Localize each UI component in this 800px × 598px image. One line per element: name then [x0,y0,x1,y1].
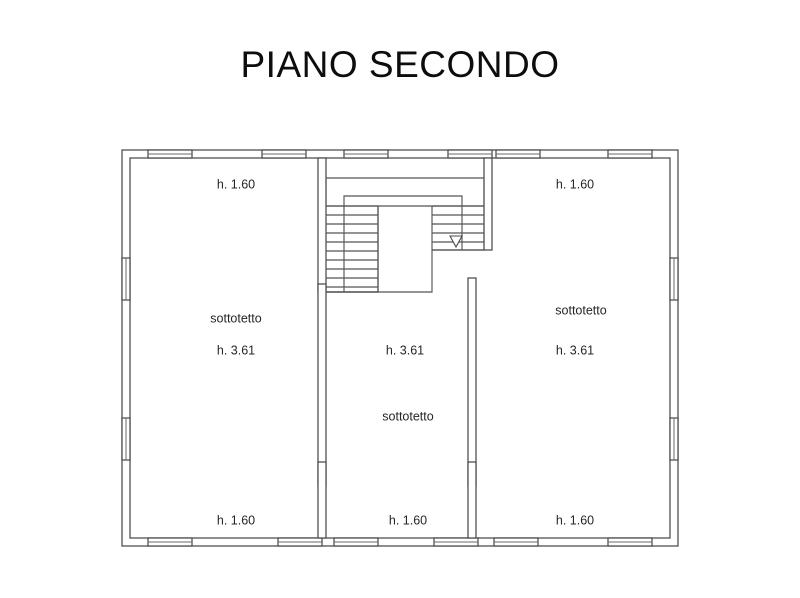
label-low-top-right: h. 1.60 [556,177,594,191]
window-left-2 [121,417,131,461]
window-bottom-6 [607,537,653,547]
window-top-3 [343,149,389,159]
outer-wall-group [121,149,679,547]
window-top-6 [607,149,653,159]
window-top-2 [261,149,307,159]
label-attic-center-height: h. 3.61 [386,343,424,357]
partition-center-right [467,277,477,487]
partition-left-bottom-stub [317,461,327,539]
window-top-1 [147,149,193,159]
stair-well-outline [377,206,433,293]
partition-stair-right [483,157,493,251]
stair-direction-down-icon [449,235,463,249]
window-right-2 [669,417,679,461]
page-title: PIANO SECONDO [240,44,560,85]
plan-labels: h. 1.60 h. 1.60 sottotetto h. 3.61 h. 3.… [210,177,606,527]
partition-left-middle [317,283,327,487]
window-bottom-3 [333,537,379,547]
outer-wall-outline [121,149,679,547]
outer-wall-inner-outline [129,157,671,539]
window-bottom-1 [147,537,193,547]
window-bottom-5 [493,537,539,547]
bottom-wall-windows [147,537,653,547]
right-wall-windows [669,257,679,461]
top-wall-windows [147,149,653,159]
interior-partitions [317,157,493,539]
label-low-bottom-right: h. 1.60 [556,513,594,527]
label-low-bottom-center: h. 1.60 [389,513,427,527]
label-attic-right-height: h. 3.61 [556,343,594,357]
label-attic-left-height: h. 3.61 [217,343,255,357]
stair-left-inner-edge [326,206,379,293]
stair-left-flight [326,205,379,293]
label-low-bottom-left: h. 1.60 [217,513,255,527]
partition-center-right-bottom-stub [467,461,477,539]
window-bottom-4 [433,537,479,547]
stair-handrail [343,195,463,292]
window-top-5 [495,149,541,159]
label-low-top-left: h. 1.60 [217,177,255,191]
staircase [325,177,485,293]
label-attic-left-name: sottotetto [210,311,261,325]
stair-right-flight [432,205,485,251]
window-left-1 [121,257,131,301]
partition-left-upper [317,157,327,293]
left-wall-windows [121,257,131,461]
window-top-4 [447,149,493,159]
label-attic-right-name: sottotetto [555,303,606,317]
window-right-1 [669,257,679,301]
window-bottom-2 [277,537,323,547]
label-attic-center-name: sottotetto [382,409,433,423]
